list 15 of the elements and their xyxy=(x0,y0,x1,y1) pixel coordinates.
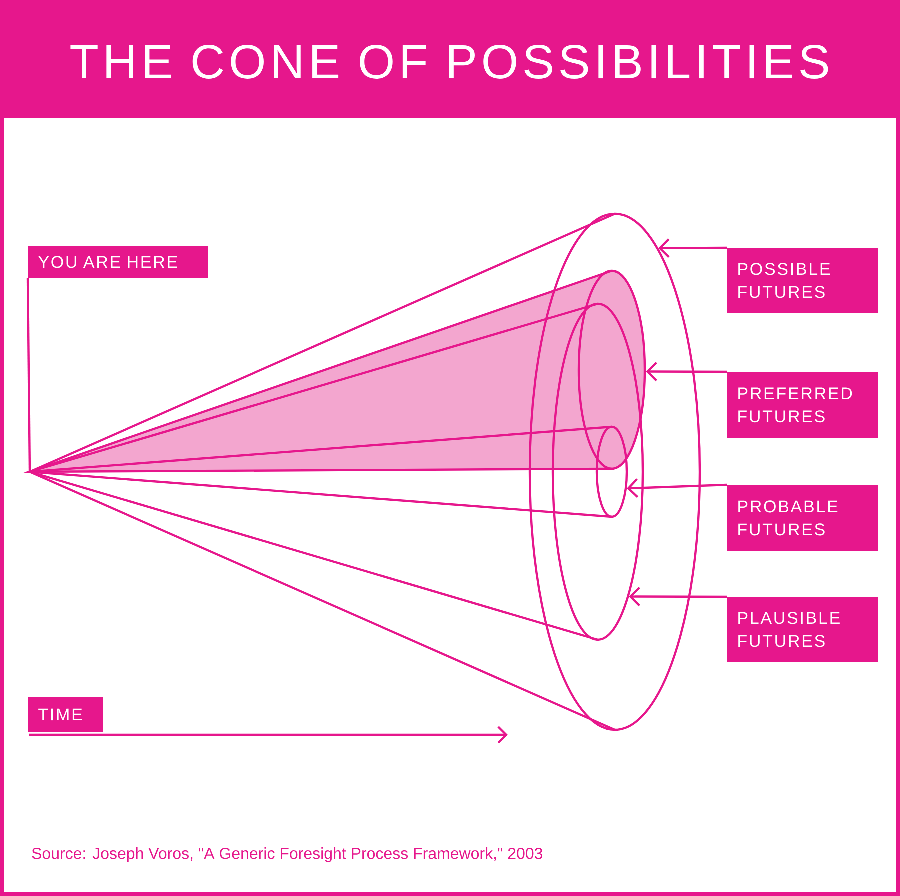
label-box: YOU ARE HERE xyxy=(28,246,208,278)
label-box: PREFERRED FUTURES xyxy=(727,372,878,438)
arrow xyxy=(629,587,727,607)
label-box: TIME xyxy=(28,697,104,732)
label-box: POSSIBLE FUTURES xyxy=(727,248,878,314)
leader-line xyxy=(26,278,32,472)
cone-opening xyxy=(578,270,646,470)
label-box: PROBABLE FUTURES xyxy=(727,485,878,552)
arrow xyxy=(658,238,728,258)
cone-opening xyxy=(596,426,628,518)
arrow xyxy=(646,362,727,382)
arrow xyxy=(627,478,728,498)
source-note: Source: Joseph Voros, "A Generic Foresight Process Framework," 2003 xyxy=(32,848,542,862)
label-box: PLAUSIBLE FUTURES xyxy=(727,597,878,662)
title-banner: THE CONE OF POSSIBILITIES xyxy=(0,0,900,118)
